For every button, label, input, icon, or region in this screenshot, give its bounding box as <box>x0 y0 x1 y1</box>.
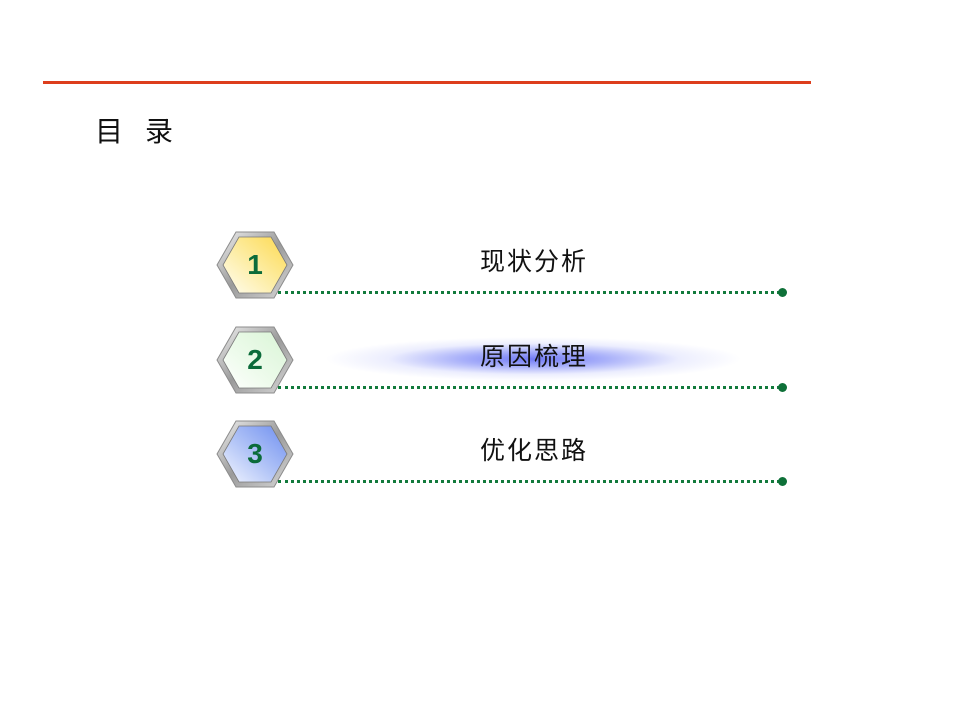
bullet-dot-icon <box>778 383 787 392</box>
dotted-divider <box>278 480 780 483</box>
page-title: 目录 <box>95 115 196 148</box>
title-accent-rule <box>43 81 811 84</box>
toc-item-3[interactable]: 3 优化思路 <box>216 419 796 491</box>
hexagon-badge-icon: 3 <box>216 419 294 489</box>
dotted-divider <box>278 386 780 389</box>
toc-item-2[interactable]: 2 原因梳理 <box>216 325 796 397</box>
active-highlight <box>326 337 741 381</box>
hexagon-badge-icon: 2 <box>216 325 294 395</box>
toc-item-label[interactable]: 现状分析 <box>479 247 588 276</box>
hexagon-badge-icon: 1 <box>216 230 294 300</box>
item-number: 1 <box>247 249 263 280</box>
bullet-dot-icon <box>778 288 787 297</box>
dotted-divider <box>278 291 780 294</box>
toc-item-label[interactable]: 优化思路 <box>479 436 588 465</box>
item-number: 2 <box>247 344 263 375</box>
item-number: 3 <box>247 438 263 469</box>
toc-item-label[interactable]: 原因梳理 <box>479 342 588 371</box>
toc-item-1[interactable]: 1 现状分析 <box>216 230 796 302</box>
bullet-dot-icon <box>778 477 787 486</box>
